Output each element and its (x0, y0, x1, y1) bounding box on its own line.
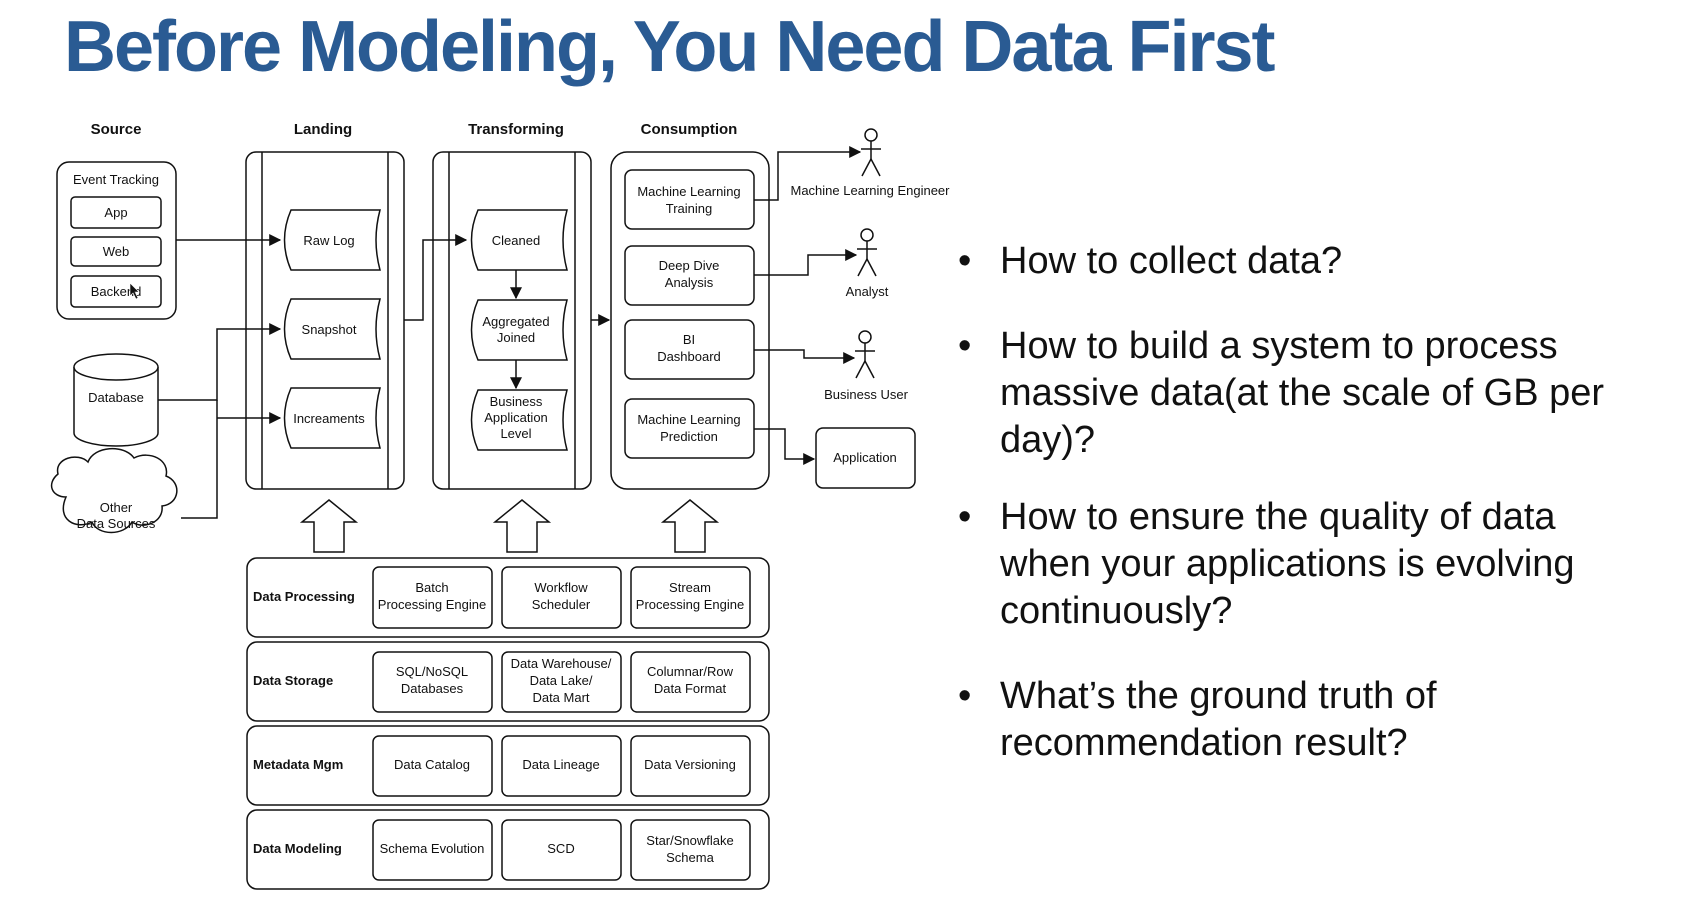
data-storage-label: Data Storage (253, 673, 333, 688)
data-processing-label: Data Processing (253, 589, 355, 604)
consumption-deep-dive: Deep Dive Analysis (624, 245, 755, 306)
transforming-business: Business Application Level (470, 389, 568, 451)
consumption-ml-prediction: Machine Learning Prediction (624, 398, 755, 459)
question-item: How to ensure the quality of data when y… (958, 494, 1678, 635)
aggregated-label-1: Aggregated (482, 314, 549, 329)
source-backend-box (70, 275, 162, 308)
event-tracking-label: Event Tracking (73, 172, 159, 187)
workflow-scheduler-label-1: Workflow (534, 580, 588, 595)
data-catalog-label: Data Catalog (394, 757, 470, 772)
increments-label: Increaments (293, 411, 365, 426)
consumption-up-arrow-icon (660, 499, 720, 553)
transforming-cleaned: Cleaned (470, 209, 568, 271)
stream-engine-label-1: Stream (669, 580, 711, 595)
schema-evolution-label: Schema Evolution (380, 841, 485, 856)
sql-nosql-label-2: Databases (401, 681, 464, 696)
layer-data-processing: Data Processing Batch Processing Engine … (246, 557, 770, 638)
landing-increments: Increaments (283, 387, 381, 449)
bi-label-2: Dashboard (657, 349, 721, 364)
ml-training-label-1: Machine Learning (637, 184, 740, 199)
landing-snapshot: Snapshot (283, 298, 381, 360)
consumption-bi-dashboard: BI Dashboard (624, 319, 755, 380)
transforming-aggregated: Aggregated Joined (470, 299, 568, 361)
data-modeling-label: Data Modeling (253, 841, 342, 856)
analyst-label: Analyst (846, 284, 889, 299)
layer-data-storage: Data Storage SQL/NoSQL Databases Data Wa… (246, 641, 770, 722)
other-sources-label-1: Other (100, 500, 133, 515)
database-cylinder: Database (73, 353, 159, 447)
data-lineage-label: Data Lineage (522, 757, 599, 772)
data-versioning-label: Data Versioning (644, 757, 736, 772)
ml-prediction-label-1: Machine Learning (637, 412, 740, 427)
other-sources-cloud: Other Data Sources (50, 447, 178, 534)
source-web-label: Web (103, 244, 130, 259)
event-tracking-group: Event Tracking App Web Backend (56, 161, 177, 320)
layer-data-modeling: Data Modeling Schema Evolution SCD Star/… (246, 809, 770, 890)
consumption-ml-training: Machine Learning Training (624, 169, 755, 230)
flow-arrows (158, 146, 862, 519)
warehouse-label-3: Data Mart (532, 690, 589, 705)
business-user-label: Business User (824, 387, 908, 402)
warehouse-label-2: Data Lake/ (530, 673, 593, 688)
columnar-label-1: Columnar/Row (647, 664, 734, 679)
raw-log-label: Raw Log (303, 233, 354, 248)
application-box: Application (815, 427, 916, 489)
star-snowflake-label-2: Schema (666, 850, 714, 865)
question-item: How to collect data? (958, 238, 1678, 285)
scd-label: SCD (547, 841, 574, 856)
ml-engineer-actor-icon (861, 128, 881, 177)
source-app-box (70, 196, 162, 229)
other-sources-label-2: Data Sources (77, 516, 156, 531)
transforming-up-arrow-icon (492, 499, 552, 553)
header-transforming: Transforming (468, 121, 564, 138)
question-item: What’s the ground truth of recommendatio… (958, 673, 1678, 767)
business-label-3: Level (500, 426, 531, 441)
deep-dive-label-1: Deep Dive (659, 258, 720, 273)
source-web-box (70, 236, 162, 267)
question-item: How to build a system to process massive… (958, 323, 1678, 464)
ml-prediction-label-2: Prediction (660, 429, 718, 444)
ml-training-label-2: Training (666, 201, 712, 216)
question-list: How to collect data? How to build a syst… (958, 238, 1678, 805)
columnar-label-2: Data Format (654, 681, 727, 696)
source-app-label: App (104, 205, 127, 220)
aggregated-label-2: Joined (497, 330, 535, 345)
landing-up-arrow-icon (299, 499, 359, 553)
header-consumption: Consumption (641, 121, 738, 138)
database-label: Database (88, 390, 144, 405)
header-landing: Landing (294, 121, 352, 138)
business-label-2: Application (484, 410, 548, 425)
bi-label-1: BI (683, 332, 695, 347)
workflow-scheduler-label-2: Scheduler (532, 597, 591, 612)
business-user-actor-icon (855, 330, 875, 379)
batch-engine-label-1: Batch (415, 580, 448, 595)
header-source: Source (91, 121, 142, 138)
landing-raw-log: Raw Log (283, 209, 381, 271)
ml-engineer-label: Machine Learning Engineer (791, 183, 951, 198)
analyst-actor-icon (857, 228, 877, 277)
business-label-1: Business (490, 394, 543, 409)
snapshot-label: Snapshot (302, 322, 357, 337)
slide-title: Before Modeling, You Need Data First (64, 7, 1276, 87)
mouse-cursor-icon (129, 282, 140, 300)
cleaned-label: Cleaned (492, 233, 540, 248)
warehouse-label-1: Data Warehouse/ (511, 656, 612, 671)
star-snowflake-label-1: Star/Snowflake (646, 833, 733, 848)
metadata-mgm-label: Metadata Mgm (253, 757, 343, 772)
stream-engine-label-2: Processing Engine (636, 597, 744, 612)
batch-engine-label-2: Processing Engine (378, 597, 486, 612)
deep-dive-label-2: Analysis (665, 275, 714, 290)
layer-metadata-mgmt: Metadata Mgm Data Catalog Data Lineage D… (246, 725, 770, 806)
source-backend-label: Backend (91, 284, 142, 299)
sql-nosql-label-1: SQL/NoSQL (396, 664, 468, 679)
application-label: Application (833, 450, 897, 465)
